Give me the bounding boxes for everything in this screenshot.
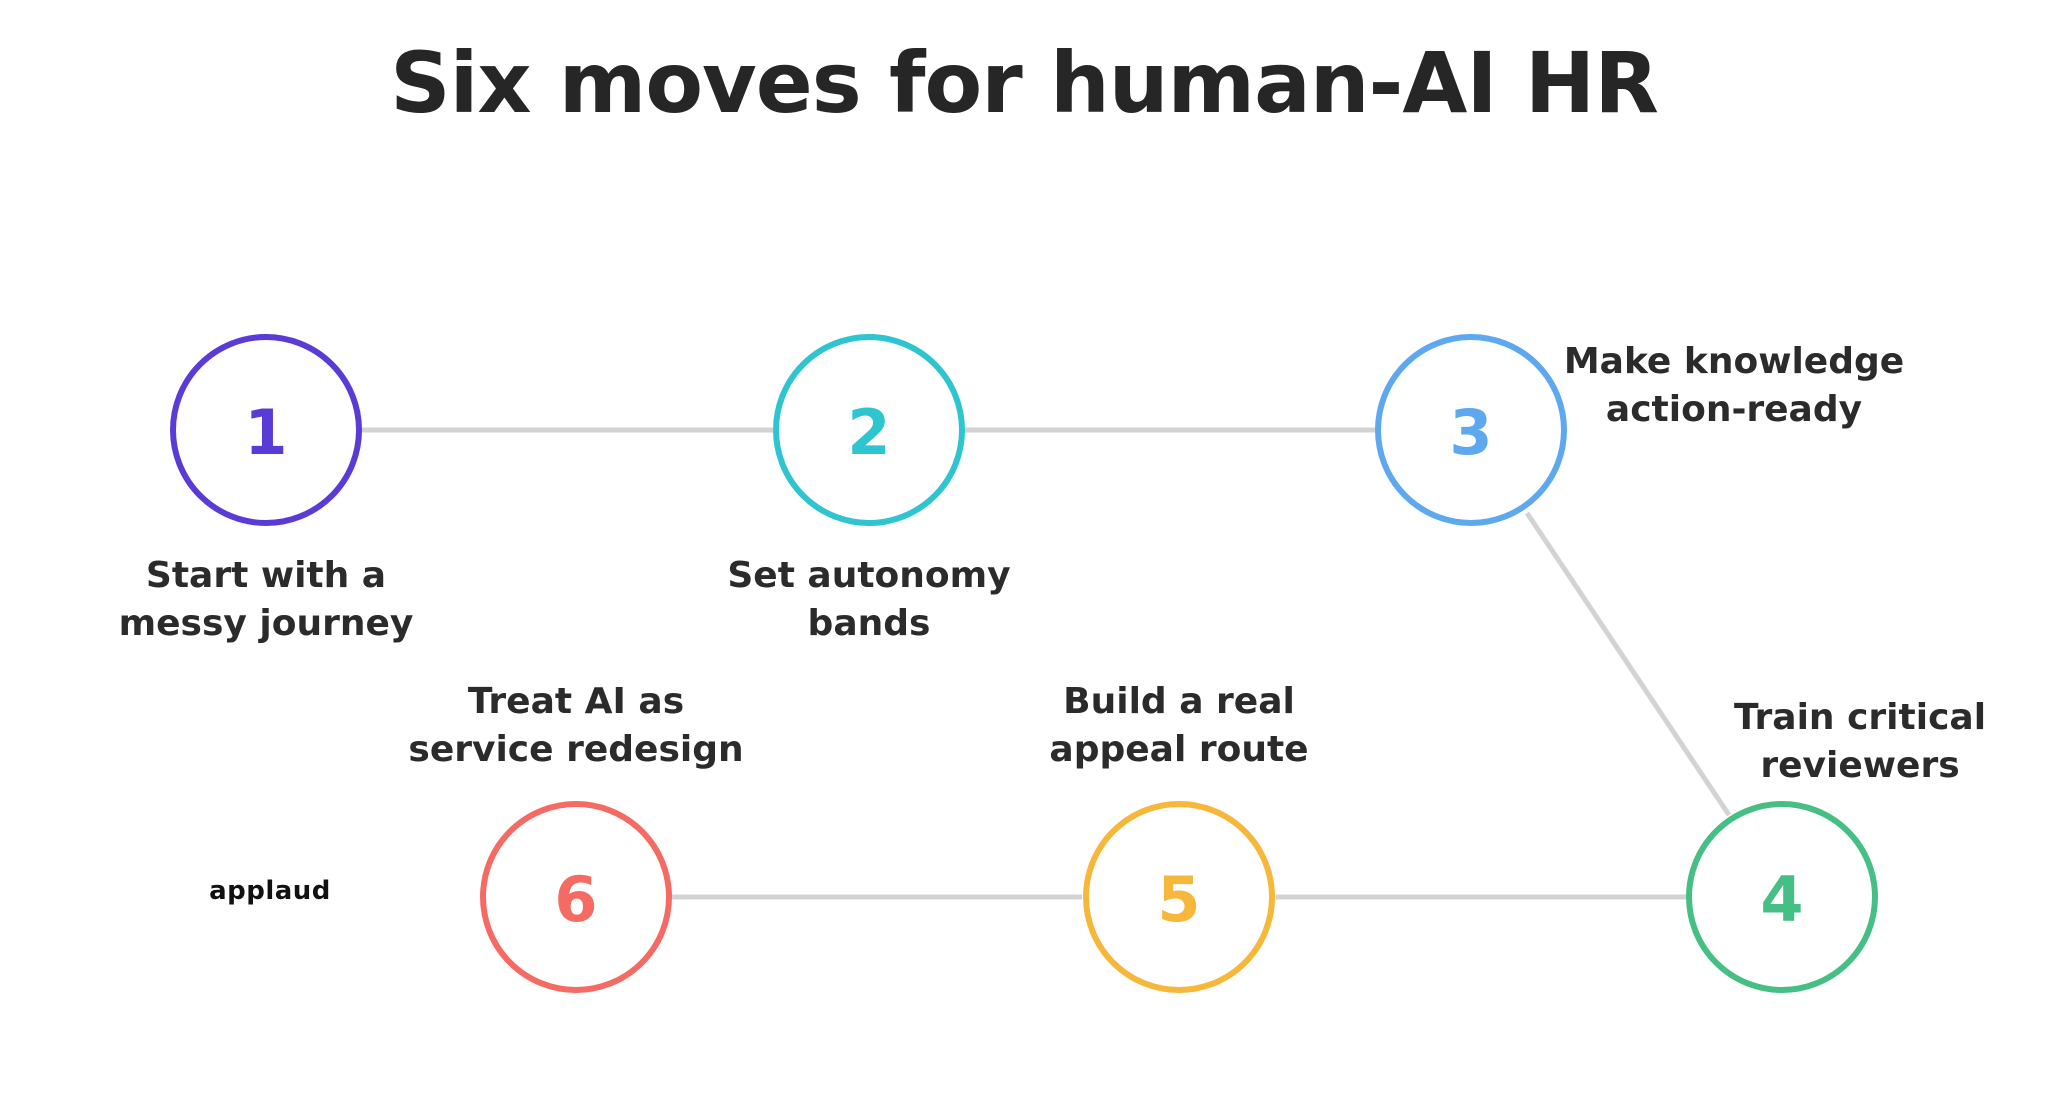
step-label-5: Build a real appeal route (959, 678, 1399, 774)
connector-3-4 (1524, 511, 1732, 817)
step-node-4: 4 (1686, 801, 1878, 993)
step-node-3: 3 (1375, 334, 1567, 526)
step-number-3: 3 (1449, 396, 1492, 469)
step-label-6-line-1: Treat AI as (467, 681, 685, 722)
step-circle-4 (1686, 801, 1878, 993)
step-label-4-line-1: Train critical (1733, 697, 1987, 738)
step-number-4: 4 (1760, 863, 1803, 936)
step-label-3: Make knowledge action-ready (1514, 338, 1954, 434)
step-node-1: 1 (170, 334, 362, 526)
step-node-5: 5 (1083, 801, 1275, 993)
step-circle-5 (1083, 801, 1275, 993)
step-label-6-line-2: service redesign (408, 729, 744, 770)
step-label-2-line-2: bands (807, 603, 931, 644)
step-node-6: 6 (480, 801, 672, 993)
step-number-1: 1 (244, 396, 287, 469)
step-label-4-line-2: reviewers (1760, 745, 1960, 786)
step-label-5-line-1: Build a real (1063, 681, 1295, 722)
step-label-3-line-1: Make knowledge (1563, 341, 1905, 382)
step-number-2: 2 (847, 396, 890, 469)
step-label-3-line-2: action-ready (1605, 389, 1863, 430)
step-label-1: Start with a messy journey (46, 552, 486, 648)
step-circle-6 (480, 801, 672, 993)
step-circle-2 (773, 334, 965, 526)
step-circle-1 (170, 334, 362, 526)
step-label-2-line-1: Set autonomy (727, 555, 1011, 596)
diagram-title: Six moves for human-AI HR (390, 34, 1659, 132)
step-number-6: 6 (554, 863, 597, 936)
step-label-6: Treat AI as service redesign (356, 678, 796, 774)
connectors (360, 427, 1732, 900)
brand-logo: applaud (209, 876, 331, 906)
step-node-2: 2 (773, 334, 965, 526)
step-label-1-line-1: Start with a (145, 555, 387, 596)
step-label-5-line-2: appeal route (1049, 729, 1309, 770)
step-label-2: Set autonomy bands (649, 552, 1089, 648)
step-label-1-line-2: messy journey (118, 603, 414, 644)
step-number-5: 5 (1157, 863, 1200, 936)
step-circle-3 (1375, 334, 1567, 526)
step-label-4: Train critical reviewers (1640, 694, 2048, 790)
